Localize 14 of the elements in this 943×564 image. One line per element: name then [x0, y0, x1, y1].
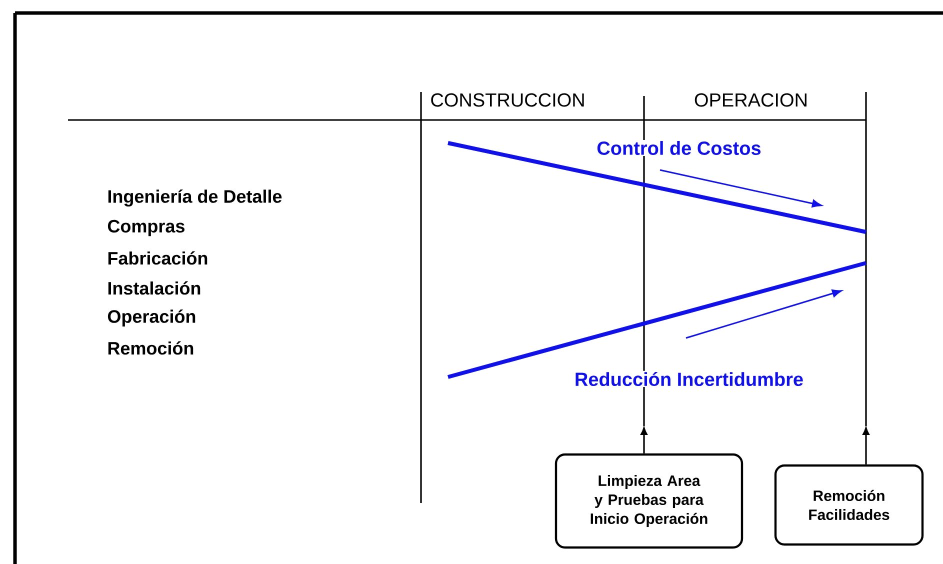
- activity-label: Fabricación: [106, 250, 210, 266]
- arrow: [862, 427, 870, 464]
- activity-label: Instalación: [106, 280, 202, 296]
- arrow: [640, 427, 648, 454]
- phase-label: CONSTRUCCION: [429, 92, 586, 108]
- trend-label: Control de Costos: [596, 140, 762, 156]
- activity-label: Compras: [106, 218, 186, 238]
- activity-label: Ingeniería de Detalle: [106, 188, 284, 208]
- activity-label: Remoción: [106, 340, 196, 356]
- note-box: Remoción Facilidades: [774, 464, 924, 546]
- trend-label: Reducción Incertidumbre: [573, 370, 805, 388]
- phase-label: OPERACION: [693, 92, 809, 108]
- activity-label: Operación: [106, 308, 198, 328]
- note-box: Limpieza Area y Pruebas para Inicio Operación: [554, 453, 744, 549]
